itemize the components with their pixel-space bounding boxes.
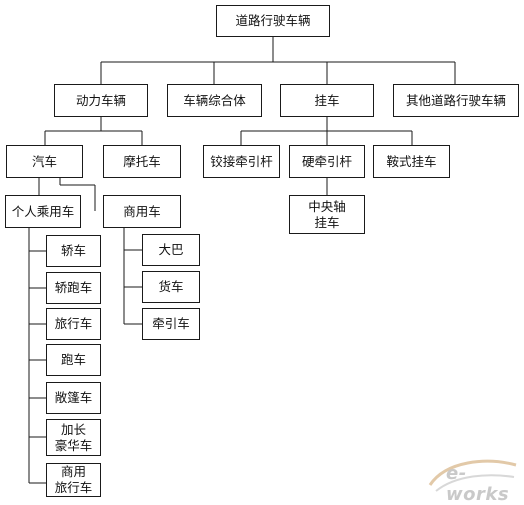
node-trailer: 挂车: [280, 84, 374, 117]
node-semi-trailer: 鞍式挂车: [373, 145, 450, 178]
node-passenger-car: 个人乘用车: [5, 195, 81, 228]
node-convertible: 敞篷车: [46, 382, 101, 414]
node-hinged-drawbar: 铰接牵引杆: [203, 145, 280, 178]
node-power-vehicles: 动力车辆: [54, 84, 148, 117]
node-other-road-vehicles: 其他道路行驶车辆: [393, 84, 519, 117]
node-automobile: 汽车: [6, 145, 83, 178]
node-vehicle-combination: 车辆综合体: [167, 84, 262, 117]
node-sedan: 轿车: [46, 235, 101, 267]
node-road-vehicles: 道路行驶车辆: [216, 5, 330, 37]
node-sports-car: 跑车: [46, 344, 101, 376]
node-tractor: 牵引车: [142, 308, 200, 340]
node-rigid-drawbar: 硬牵引杆: [289, 145, 365, 178]
node-station-wagon: 旅行车: [46, 308, 101, 340]
node-bus: 大巴: [142, 234, 200, 266]
node-commercial-wagon: 商用 旅行车: [46, 463, 101, 497]
node-motorcycle: 摩托车: [103, 145, 181, 178]
watermark: e-works: [446, 463, 510, 505]
node-limousine: 加长 豪华车: [46, 419, 101, 456]
node-commercial-vehicle: 商用车: [103, 195, 181, 228]
watermark-swoosh-icon: [428, 459, 517, 492]
node-truck: 货车: [142, 271, 200, 303]
node-central-axle-trailer: 中央轴 挂车: [289, 195, 365, 234]
node-coupe: 轿跑车: [46, 272, 101, 304]
